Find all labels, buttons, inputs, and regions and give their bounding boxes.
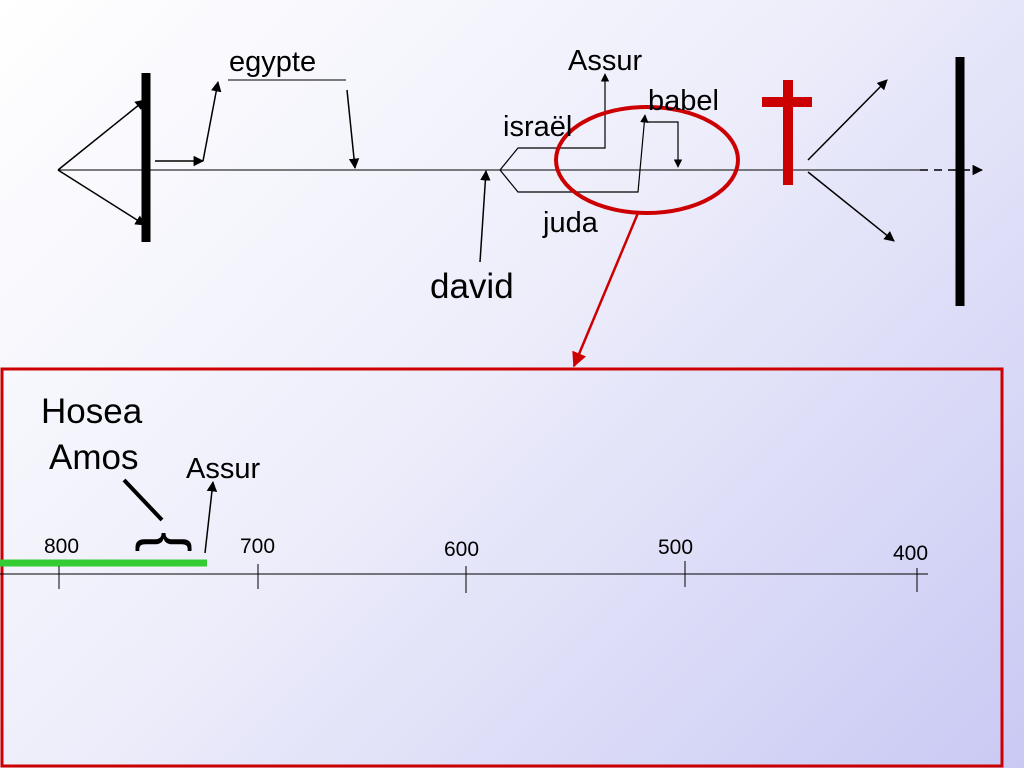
label-babel: babel	[648, 85, 719, 117]
split-lower-branch	[499, 114, 649, 193]
tick-label-600: 600	[444, 538, 479, 561]
top-timeline: egypte Assur israël babel juda david	[57, 45, 984, 368]
tick-label-700: 700	[240, 535, 275, 558]
babel-return-arrow	[645, 121, 683, 168]
arrow-to-assur-bottom	[204, 480, 218, 554]
brace-pointer-line	[122, 478, 164, 522]
label-assur-top: Assur	[568, 45, 642, 77]
tick-label-800: 800	[44, 535, 79, 558]
zoom-panel: 800 700 600 500 400 { Hosea Amos Assur	[0, 367, 1004, 768]
arrow-out-of-egypt	[346, 89, 360, 170]
label-hosea: Hosea	[41, 392, 143, 431]
zoom-panel-border	[0, 367, 1004, 768]
arrow-up-to-egypt	[202, 80, 222, 162]
label-david: david	[430, 267, 514, 306]
label-amos: Amos	[49, 438, 138, 477]
right-wedge-lower-arrow	[807, 171, 895, 242]
label-israel: israël	[503, 111, 572, 143]
zoom-highlight-ellipse	[554, 105, 740, 215]
tick-label-500: 500	[658, 536, 693, 559]
right-wedge-upper-arrow	[807, 79, 888, 161]
prophet-brace: {	[135, 532, 202, 552]
label-juda: juda	[542, 207, 599, 239]
cross-icon	[762, 80, 812, 185]
left-wedge-lower-arrow	[57, 169, 146, 226]
zoom-pointer-arrow	[572, 212, 640, 368]
label-egypte: egypte	[229, 46, 316, 78]
left-wedge-upper-arrow	[57, 99, 146, 171]
label-assur-bottom: Assur	[186, 453, 260, 485]
tick-label-400: 400	[893, 542, 928, 565]
arrow-to-david	[479, 169, 491, 263]
